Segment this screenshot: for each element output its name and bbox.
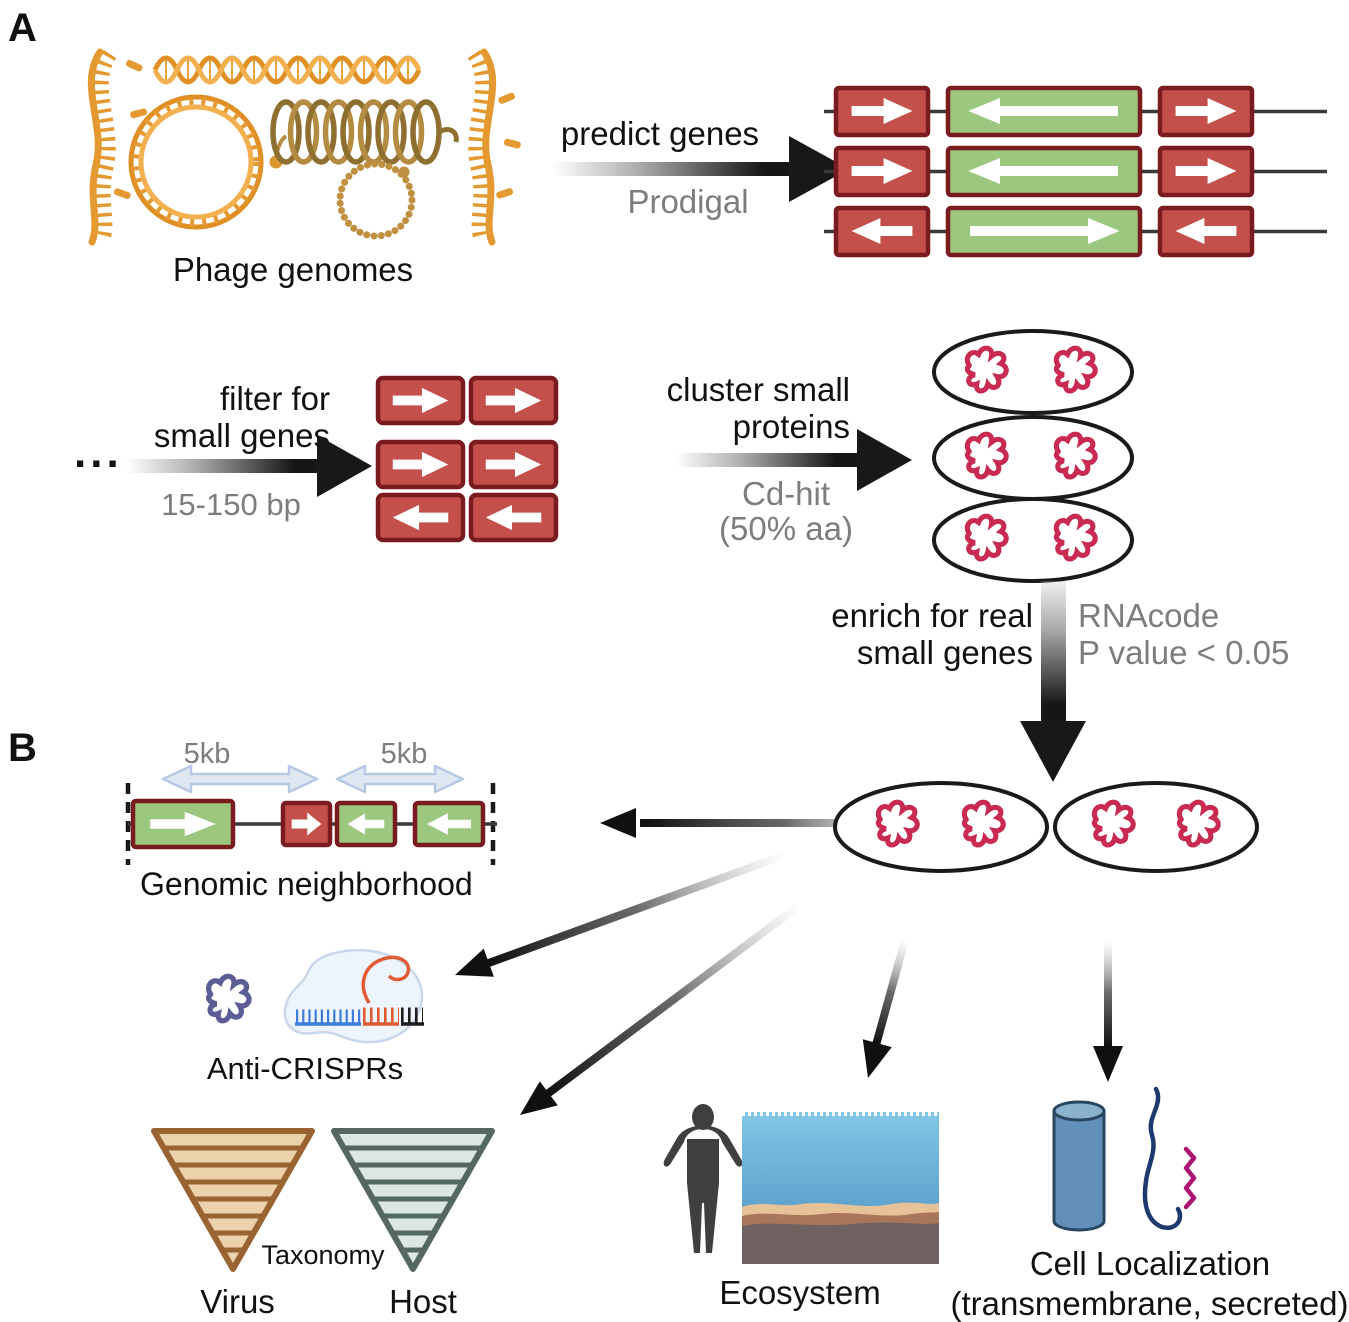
target-dna-comb [295,1009,361,1026]
small-genes-grid [375,375,559,543]
circular-dsdna-icon [128,94,264,230]
cluster-tool-line1: Cd-hit [741,475,831,512]
beaded-circular-genome-icon [336,160,416,240]
enrich-arrow-head [1020,721,1086,782]
cell-localization-icons [1052,1086,1197,1232]
cluster-arrow-shaft [676,453,858,467]
scale-double-arrow-icon [161,764,465,794]
cell-localization-caption: Cell Localization [1029,1245,1271,1282]
enrich-tool-line1: RNAcode [1078,597,1220,634]
linear-genome-comb-right-icon [467,48,497,246]
enrich-label-line2: small genes [856,634,1033,671]
neighborhood-genes [130,798,486,850]
phage-genomes-caption: Phage genomes [172,251,414,288]
linear-dsdna-helix-icon [152,55,422,85]
cell-localization-subcaption: (transmembrane, secreted) [950,1285,1349,1322]
arrow-to-taxonomy [520,901,803,1115]
secreted-peptide-icon [1142,1086,1197,1231]
virus-caption: Virus [200,1283,275,1320]
cluster-arrow-head [857,429,912,491]
filter-label-line1: filter for [219,380,330,417]
arrow-to-cell-localization [1093,940,1123,1082]
ocean-environment-icon [742,1112,939,1264]
cluster-label-line1: cluster small [666,371,850,408]
anti-crispr-icon [193,948,424,1044]
supercoiled-dna-icon [269,99,459,169]
predict-genes-label: predict genes [560,115,760,152]
cluster-label-line2: proteins [732,408,850,445]
arrow-to-ecosystem [862,938,909,1078]
gene-track-row-2 [833,145,1255,198]
host-taxonomy-triangle [331,1128,495,1272]
protein-cluster-stack [932,329,1134,583]
guide-rna-comb [361,955,411,1026]
host-caption: Host [389,1283,457,1320]
anti-crispr-protein-squiggle [209,976,249,1020]
predict-tool-label: Prodigal [627,183,749,220]
panel-a-label: A [8,6,37,50]
genomic-neighborhood-track [125,764,497,865]
genomic-neighborhood-caption: Genomic neighborhood [140,866,473,902]
genome-fragments-left-icon [113,59,148,199]
gene-track-row-1 [833,85,1255,138]
arrow-to-anti-crisprs [455,851,787,977]
cluster-tool-line2: (50% aa) [719,510,853,547]
filter-arrow-head [317,435,372,497]
enrich-label-line1: enrich for real [831,597,1033,634]
phage-genomes-art [87,48,521,246]
ellipsis-continuation: ... [74,428,123,477]
filter-label-line2: small genes [153,417,330,454]
genome-fragments-right-icon [496,92,521,199]
cas-protein-blob [283,948,424,1044]
enrich-tool-line2: P value < 0.05 [1078,634,1290,671]
predicted-genes-tracks [824,85,1327,258]
panel-b-label: B [8,726,37,770]
gene-track-row-3 [833,205,1255,258]
scale-5kb-right: 5kb [380,738,428,770]
virus-taxonomy-triangle [151,1128,315,1272]
ecosystem-caption: Ecosystem [719,1274,881,1311]
taxonomy-caption: Taxonomy [261,1240,385,1270]
filter-tool-label: 15-150 bp [161,487,301,522]
predict-arrow-shaft [552,162,792,176]
small-gene-boxes [375,375,559,543]
enrich-arrow-shaft [1041,581,1066,722]
anti-crisprs-caption: Anti-CRISPRs [206,1051,404,1086]
linear-genome-comb-left-icon [87,48,117,246]
transmembrane-helix-cylinder-icon [1052,1100,1106,1232]
scale-5kb-left: 5kb [183,738,231,770]
filter-arrow-shaft [126,459,318,473]
dna-end-comb [401,1007,424,1026]
human-silhouette-icon [663,1104,743,1253]
enriched-protein-clusters [833,781,1259,873]
